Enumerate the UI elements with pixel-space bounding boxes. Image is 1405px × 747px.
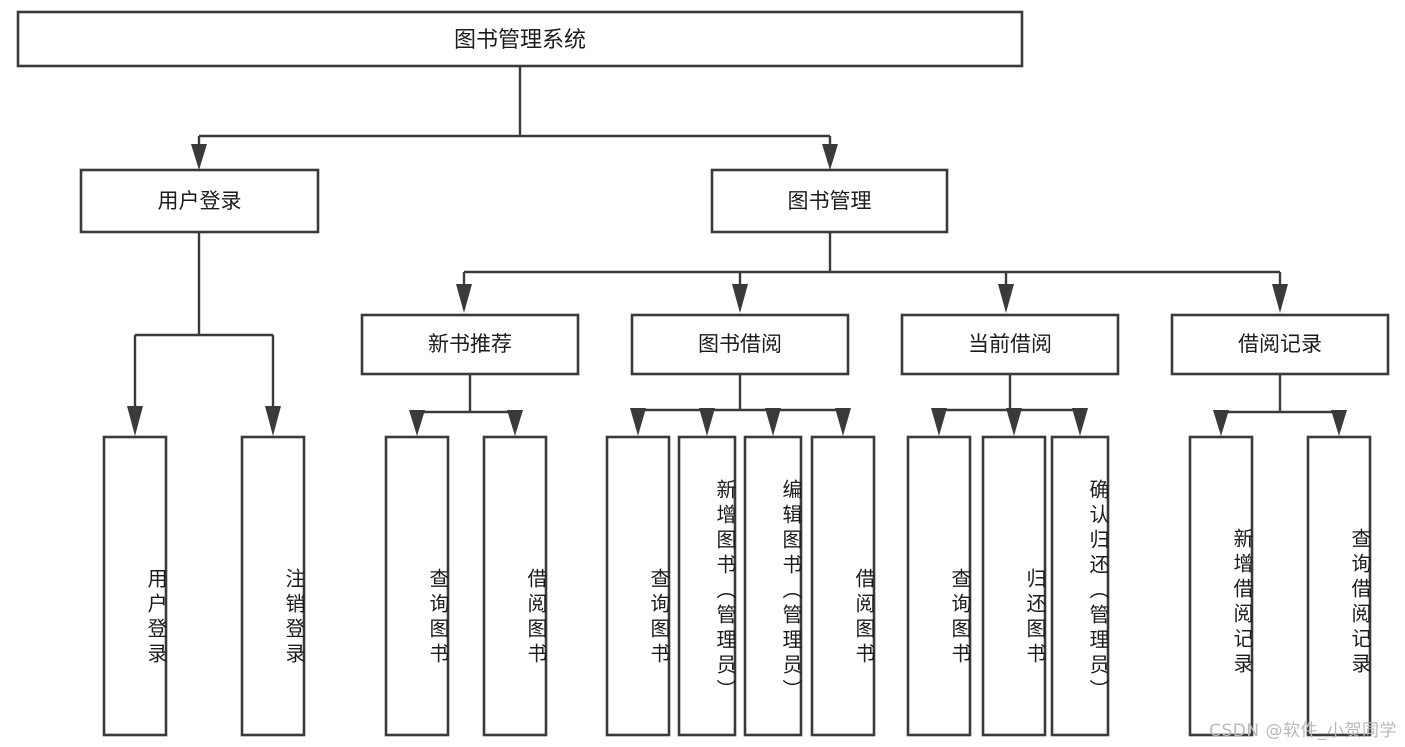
connector-group-user-login [127, 232, 281, 436]
node-borrow-record-rect[interactable] [1170, 313, 1390, 376]
node-borrow-record-label: 借阅记录 [1238, 332, 1322, 356]
arrow-head-leaf-logout [265, 406, 281, 436]
node-leaf-logout-rect[interactable] [240, 435, 306, 737]
arrow-head-borrow-record [1272, 284, 1288, 313]
node-leaf-borrow-book-rec-rect[interactable] [482, 435, 548, 737]
arrow-head-leaf-return-book [1006, 408, 1022, 436]
node-leaf-query-book-cur-rect[interactable] [906, 435, 972, 737]
node-root-label: 图书管理系统 [454, 28, 586, 53]
node-leaf-user-login-rect[interactable] [102, 435, 168, 737]
node-leaf-borrow-book-brw-rect[interactable] [810, 435, 876, 737]
arrow-head-leaf-borrow-book-rec [507, 410, 523, 436]
arrow-head-leaf-query-book-cur [931, 408, 947, 436]
node-user-login[interactable]: 用户登录 [79, 168, 320, 234]
node-borrow-record[interactable]: 借阅记录 [1170, 313, 1390, 376]
node-book-manage-rect[interactable] [710, 168, 949, 234]
node-book-manage-label: 图书管理 [788, 189, 872, 213]
node-current-borrow-label: 当前借阅 [968, 332, 1052, 356]
arrow-head-leaf-add-book [699, 408, 715, 436]
node-leaf-return-book-rect[interactable] [981, 435, 1047, 737]
node-root-rect[interactable] [16, 10, 1024, 68]
node-leaf-edit-book-rect[interactable] [743, 435, 803, 737]
node-book-borrow[interactable]: 图书借阅 [630, 313, 850, 376]
node-current-borrow[interactable]: 当前借阅 [900, 313, 1120, 376]
arrow-head-leaf-borrow-book-brw [835, 408, 851, 436]
node-user-login-label: 用户登录 [158, 189, 242, 213]
node-new-book-rec[interactable]: 新书推荐 [360, 313, 580, 376]
connector-group-borrow-record [1213, 374, 1347, 436]
node-leaf-query-book-brw-rect[interactable] [605, 435, 671, 737]
node-leaf-confirm-return-rect[interactable] [1050, 435, 1110, 737]
arrow-head-leaf-query-record [1331, 410, 1347, 436]
arrow-head-current-borrow [998, 284, 1014, 313]
arrow-head-book-manage [822, 144, 838, 170]
node-current-borrow-rect[interactable] [900, 313, 1120, 376]
arrow-head-leaf-edit-book [765, 408, 781, 436]
connector-group-current-borrow [931, 374, 1088, 436]
node-new-book-rec-rect[interactable] [360, 313, 580, 376]
arrow-head-book-borrow [732, 284, 748, 313]
node-leaf-add-book-rect[interactable] [677, 435, 737, 737]
connector-group-root [191, 66, 838, 170]
node-new-book-rec-label: 新书推荐 [428, 332, 512, 356]
node-leaf-add-record-rect[interactable] [1188, 435, 1254, 737]
arrow-head-leaf-query-book-brw [630, 408, 646, 436]
node-leaf-query-book-rec-rect[interactable] [384, 435, 450, 737]
node-book-manage[interactable]: 图书管理 [710, 168, 949, 234]
node-user-login-rect[interactable] [79, 168, 320, 234]
node-book-borrow-label: 图书借阅 [698, 332, 782, 356]
arrow-head-leaf-add-record [1213, 410, 1229, 436]
arrow-head-leaf-user-login [127, 406, 143, 436]
node-leaf-query-record-rect[interactable] [1306, 435, 1372, 737]
leaf-rect-group [102, 435, 1372, 737]
arrow-head-leaf-query-book-rec [409, 410, 425, 436]
arrow-head-user-login [191, 144, 207, 170]
connector-group-book-manage [456, 232, 1288, 313]
connector-group-book-borrow [630, 374, 851, 436]
arrow-head-leaf-confirm-return [1072, 408, 1088, 436]
node-root[interactable]: 图书管理系统 [16, 10, 1024, 68]
arrow-head-new-book-rec [456, 284, 472, 313]
connector-group-new-book-rec [409, 374, 523, 436]
watermark-text: CSDN @软件_小贺同学 [1209, 721, 1397, 741]
node-book-borrow-rect[interactable] [630, 313, 850, 376]
